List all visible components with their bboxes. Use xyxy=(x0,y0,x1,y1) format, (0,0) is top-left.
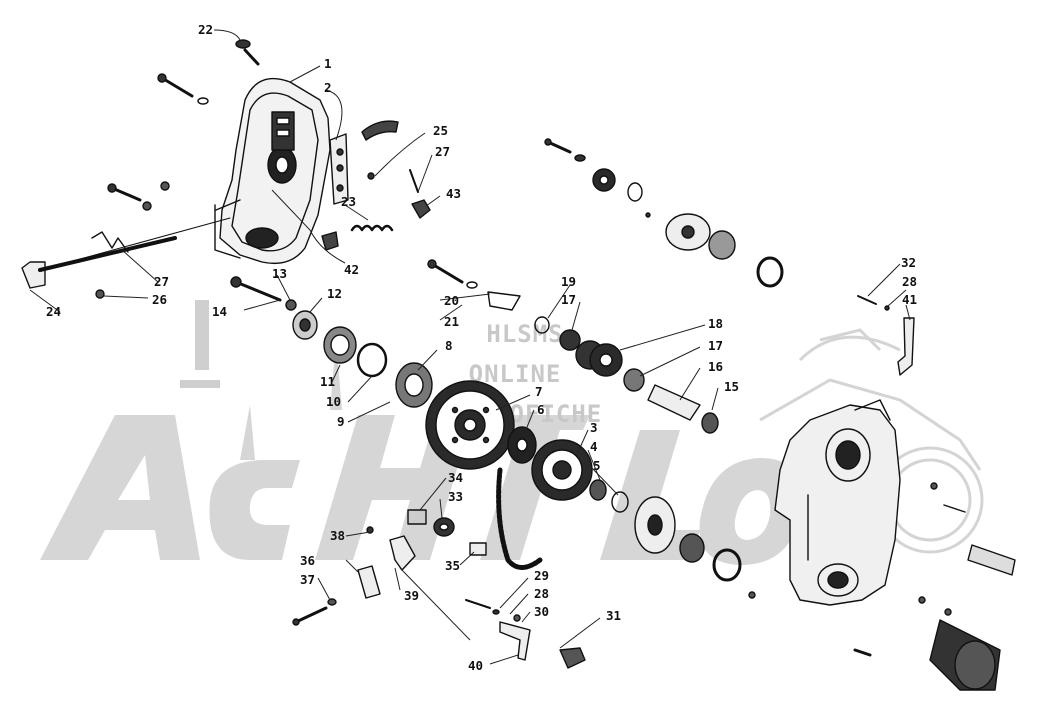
drive-chain xyxy=(496,467,543,570)
callout-1[interactable]: 1 xyxy=(324,56,332,71)
lever-39 xyxy=(357,535,416,599)
callout-22[interactable]: 22 xyxy=(198,22,214,37)
leader-lines xyxy=(29,29,911,665)
bolt-14 xyxy=(230,276,282,302)
bolt-20 xyxy=(427,259,464,284)
callout-18[interactable]: 18 xyxy=(708,316,724,331)
callout-17-lower[interactable]: 17 xyxy=(708,338,724,353)
callout-28-lower[interactable]: 28 xyxy=(534,586,550,601)
callout-43[interactable]: 43 xyxy=(446,186,462,201)
callout-25[interactable]: 25 xyxy=(433,123,449,138)
callout-29[interactable]: 29 xyxy=(534,568,550,583)
callout-30[interactable]: 30 xyxy=(534,604,550,619)
callout-21[interactable]: 21 xyxy=(444,314,460,329)
callout-11[interactable]: 11 xyxy=(320,374,336,389)
watermark-line-1: HLSMS xyxy=(486,320,564,348)
callout-32[interactable]: 32 xyxy=(901,255,917,270)
spring-11 xyxy=(323,326,357,364)
callout-7[interactable]: 7 xyxy=(535,384,543,399)
bolt-left-top xyxy=(157,73,209,105)
gear-6 xyxy=(507,426,537,464)
callout-17-upper[interactable]: 17 xyxy=(561,292,577,307)
callout-31[interactable]: 31 xyxy=(606,608,622,623)
callout-2[interactable]: 2 xyxy=(324,80,332,95)
callout-33[interactable]: 33 xyxy=(448,489,464,504)
sprocket-small-upper xyxy=(592,168,616,192)
lever-40 xyxy=(499,621,531,661)
callout-39[interactable]: 39 xyxy=(404,588,420,603)
callout-19[interactable]: 19 xyxy=(561,274,577,289)
sprocket-3 xyxy=(531,439,593,501)
callout-28-upper[interactable]: 28 xyxy=(902,274,918,289)
watermark-brand-letters xyxy=(40,340,802,565)
callout-38[interactable]: 38 xyxy=(330,528,346,543)
callout-23[interactable]: 23 xyxy=(341,194,357,209)
callout-41[interactable]: 41 xyxy=(902,292,918,307)
bearing-plate xyxy=(665,213,711,251)
callout-9[interactable]: 9 xyxy=(337,414,345,429)
drive-sprocket-output xyxy=(929,619,1001,691)
callout-26[interactable]: 26 xyxy=(152,292,168,307)
callout-24[interactable]: 24 xyxy=(46,304,62,319)
shaft-24 xyxy=(21,217,231,289)
bracket-2 xyxy=(329,133,349,205)
callout-34[interactable]: 34 xyxy=(448,470,464,485)
callout-27-lower[interactable]: 27 xyxy=(154,274,170,289)
callout-37[interactable]: 37 xyxy=(300,572,316,587)
callout-20[interactable]: 20 xyxy=(444,293,460,308)
callout-4[interactable]: 4 xyxy=(590,439,598,454)
chaincase-housing-lower xyxy=(774,399,901,606)
callout-35[interactable]: 35 xyxy=(445,558,461,573)
callout-14[interactable]: 14 xyxy=(212,304,228,319)
callout-5[interactable]: 5 xyxy=(593,458,601,473)
cap-31 xyxy=(559,647,586,669)
hub-12 xyxy=(292,310,318,340)
bearing-9 xyxy=(395,362,433,408)
callout-42[interactable]: 42 xyxy=(344,262,360,277)
callout-8[interactable]: 8 xyxy=(445,338,453,353)
callout-40[interactable]: 40 xyxy=(468,658,484,673)
bolt-22 xyxy=(235,39,260,66)
callout-6[interactable]: 6 xyxy=(537,402,545,417)
gear-18 xyxy=(559,329,623,377)
callout-12[interactable]: 12 xyxy=(327,286,343,301)
callout-3[interactable]: 3 xyxy=(590,420,598,435)
callout-10[interactable]: 10 xyxy=(326,394,342,409)
callout-27-upper[interactable]: 27 xyxy=(435,144,451,159)
bushing-33 xyxy=(433,517,455,537)
callout-36[interactable]: 36 xyxy=(300,553,316,568)
flange-5 xyxy=(634,496,676,554)
chaincase-cover-upper xyxy=(214,77,331,265)
sprocket-large-7 xyxy=(425,380,515,470)
callout-15[interactable]: 15 xyxy=(724,379,740,394)
block-34 xyxy=(407,509,427,525)
callout-13[interactable]: 13 xyxy=(272,266,288,281)
callout-16[interactable]: 16 xyxy=(708,359,724,374)
spacer-16 xyxy=(647,384,701,421)
spring-23 xyxy=(350,224,394,232)
